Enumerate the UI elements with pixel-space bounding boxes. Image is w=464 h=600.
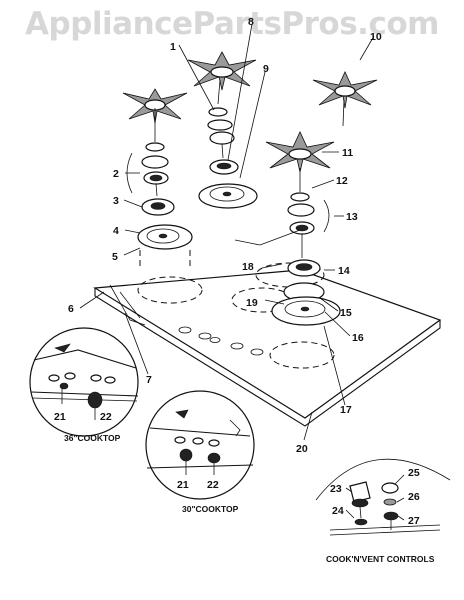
leader-lines	[79, 23, 375, 441]
callout-27: 27	[408, 515, 420, 527]
callout-6: 6	[68, 303, 74, 315]
knob-hole	[178, 326, 192, 334]
callout-15: 15	[340, 307, 352, 319]
callout-5: 5	[112, 251, 118, 263]
knob-hole	[230, 342, 244, 350]
burner-stack-right	[271, 168, 341, 326]
callout-7: 7	[146, 374, 152, 386]
cooktop-surface	[93, 262, 442, 427]
burner-opening-right-front	[269, 341, 335, 369]
burner-stack-left	[137, 108, 193, 270]
callout-18: 18	[242, 261, 254, 273]
callout-4: 4	[113, 225, 119, 237]
callout-12: 12	[336, 175, 348, 187]
cook-n-vent-controls-inset	[315, 458, 451, 536]
callout-2: 2	[113, 168, 119, 180]
callout-19: 19	[246, 297, 258, 309]
grate-center	[187, 51, 257, 91]
callout-8: 8	[248, 16, 254, 28]
callout-3: 3	[113, 195, 119, 207]
burner-opening-left-rear	[137, 276, 203, 304]
callout-23: 23	[330, 483, 342, 495]
caption-36-cooktop: 36"COOKTOP	[64, 433, 121, 443]
watermark-text: AppliancePartsPros.com	[25, 6, 439, 42]
inset-30-cooktop	[145, 390, 255, 500]
callout-16: 16	[352, 332, 364, 344]
burner-cap-small	[145, 142, 165, 152]
callout-13: 13	[346, 211, 358, 223]
callout-22-36in: 22	[100, 411, 112, 423]
burner-head	[209, 131, 235, 145]
callout-11: 11	[342, 147, 353, 159]
burner-stack-center	[198, 79, 258, 209]
callout-labels: 1 2 3 4 5 6 7 8 9 10 11 12 13 14 15 16 1…	[54, 16, 420, 527]
callout-21-30in: 21	[177, 479, 189, 491]
callout-26: 26	[408, 491, 420, 503]
callout-21-36in: 21	[54, 411, 66, 423]
callout-9: 9	[263, 63, 269, 75]
knob-hole	[209, 337, 221, 343]
grate-right-rear	[312, 71, 378, 109]
callout-1: 1	[170, 41, 176, 53]
burner-opening-right-rear	[255, 262, 325, 288]
knob-hole	[250, 348, 264, 356]
callout-17: 17	[340, 404, 352, 416]
callout-24: 24	[332, 505, 344, 517]
callout-22-30in: 22	[207, 479, 219, 491]
grate-left	[122, 88, 188, 124]
burner-cap	[141, 155, 169, 169]
burner-stack-right-rear	[234, 99, 345, 246]
burner-cap	[287, 203, 315, 217]
callout-20: 20	[296, 443, 308, 455]
caption-30-cooktop: 30"COOKTOP	[182, 504, 239, 514]
callout-14: 14	[338, 265, 350, 277]
burner-cap-small	[290, 192, 310, 202]
burner-cap-small	[208, 107, 228, 117]
caption-cook-n-vent-controls: COOK'N'VENT CONTROLS	[326, 554, 435, 564]
knob-hole	[198, 332, 212, 340]
callout-10: 10	[370, 31, 382, 43]
burner-cap	[207, 119, 233, 131]
grate-right-front	[265, 131, 335, 173]
callout-25: 25	[408, 467, 420, 479]
inset-36-cooktop	[29, 327, 139, 437]
